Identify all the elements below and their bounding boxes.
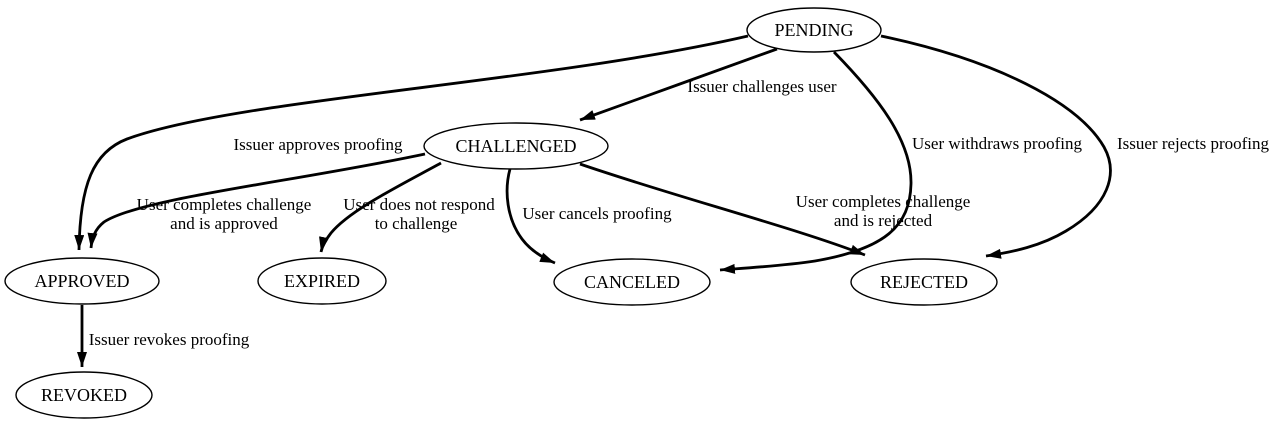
node-label: APPROVED bbox=[34, 271, 129, 291]
node-label: PENDING bbox=[775, 20, 854, 40]
edge-label: User does not respond bbox=[343, 195, 495, 214]
edge-challenged-approved: User completes challenge and is approved bbox=[87, 152, 426, 249]
node-challenged: CHALLENGED bbox=[423, 122, 609, 170]
edge-line bbox=[719, 51, 913, 274]
node-label: CANCELED bbox=[584, 272, 680, 292]
edge-challenged-rejected: User completes challenge and is rejected bbox=[579, 162, 971, 257]
edge-pending-challenged: Issuer challenges user bbox=[579, 47, 837, 122]
edge-label: Issuer revokes proofing bbox=[89, 330, 250, 349]
edge-pending-approved: Issuer approves proofing bbox=[74, 34, 749, 251]
node-approved: APPROVED bbox=[4, 257, 160, 305]
node-ellipse bbox=[553, 258, 711, 306]
edge-label: User withdraws proofing bbox=[912, 134, 1082, 153]
edge-label: Issuer challenges user bbox=[687, 77, 837, 96]
edge-challenged-canceled: User cancels proofing bbox=[505, 168, 672, 265]
node-ellipse bbox=[746, 7, 882, 53]
edge-line bbox=[505, 168, 556, 265]
node-label: EXPIRED bbox=[284, 271, 360, 291]
edge-label: Issuer approves proofing bbox=[233, 135, 403, 154]
node-rejected: REJECTED bbox=[850, 258, 998, 306]
edge-approved-revoked: Issuer revokes proofing bbox=[77, 305, 250, 367]
node-label: REVOKED bbox=[41, 385, 127, 405]
edge-line bbox=[880, 34, 1112, 259]
edge-challenged-expired: User does not respond to challenge bbox=[319, 161, 495, 253]
node-label: REJECTED bbox=[880, 272, 968, 292]
edge-label: and is rejected bbox=[834, 211, 933, 230]
edge-label: to challenge bbox=[375, 214, 458, 233]
node-ellipse bbox=[4, 257, 160, 305]
node-label: CHALLENGED bbox=[456, 136, 577, 156]
edge-line bbox=[74, 34, 749, 251]
edge-label: User completes challenge bbox=[137, 195, 312, 214]
edge-label: User cancels proofing bbox=[522, 204, 672, 223]
node-expired: EXPIRED bbox=[257, 257, 387, 305]
node-revoked: REVOKED bbox=[15, 371, 153, 419]
edge-line bbox=[319, 161, 442, 253]
edge-label: User completes challenge bbox=[796, 192, 971, 211]
node-ellipse bbox=[257, 257, 387, 305]
node-ellipse bbox=[15, 371, 153, 419]
node-canceled: CANCELED bbox=[553, 258, 711, 306]
node-ellipse bbox=[850, 258, 998, 306]
edge-label: Issuer rejects proofing bbox=[1117, 134, 1270, 153]
edge-pending-rejected: Issuer rejects proofing bbox=[880, 34, 1270, 259]
node-pending: PENDING bbox=[746, 7, 882, 53]
edge-label: and is approved bbox=[170, 214, 278, 233]
edge-line bbox=[579, 47, 778, 122]
edge-line bbox=[87, 152, 426, 249]
edge-line bbox=[579, 162, 866, 257]
node-ellipse bbox=[423, 122, 609, 170]
edge-pending-canceled: User withdraws proofing bbox=[719, 51, 1082, 274]
